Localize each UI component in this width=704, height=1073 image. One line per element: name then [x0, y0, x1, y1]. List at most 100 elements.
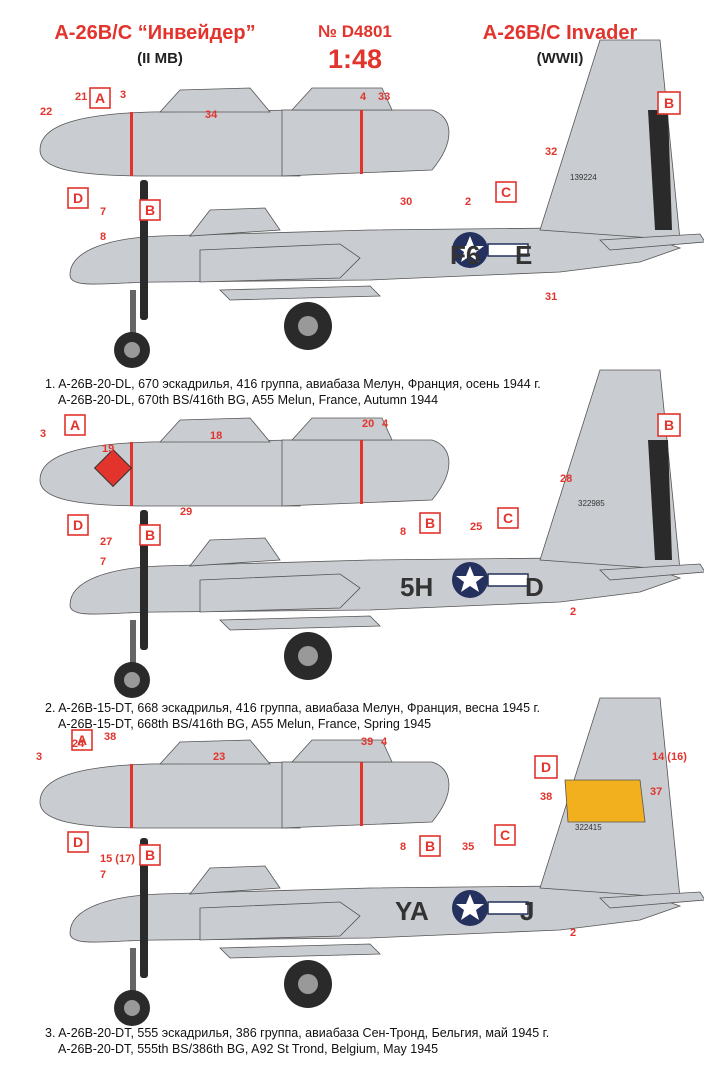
callout-number: 38	[104, 731, 116, 743]
code-left: 5H	[400, 572, 433, 602]
svg-text:C: C	[503, 510, 513, 526]
callout-number: 34	[205, 109, 218, 121]
subtitle-en: (WWII)	[536, 50, 584, 67]
callout-number: 7	[100, 206, 106, 218]
callout-number: 3	[120, 89, 126, 101]
svg-text:A: A	[95, 90, 105, 106]
svg-text:B: B	[425, 838, 435, 854]
caption-3-en: A-26B-20-DT, 555th BS/386th BG, A92 St T…	[58, 1042, 439, 1056]
callout-number: 24	[72, 738, 85, 750]
svg-text:B: B	[664, 95, 674, 111]
serial: 322985	[578, 499, 605, 508]
callout-box-B3: B	[419, 512, 441, 534]
callout-number: 8	[400, 841, 406, 853]
callout-number: 14 (16)	[652, 751, 687, 763]
callout-number: 38	[540, 791, 552, 803]
title-ru: A-26B/C “Инвейдер”	[54, 22, 256, 44]
svg-text:C: C	[500, 827, 510, 843]
callout-number: 7	[100, 869, 106, 881]
callout-box-B: B	[139, 844, 161, 866]
callout-number: 4	[382, 418, 389, 430]
callout-box-B2: B	[419, 835, 441, 857]
svg-text:B: B	[145, 847, 155, 863]
subtitle-ru: (II MB)	[137, 50, 183, 67]
callout-number: 7	[100, 556, 106, 568]
callout-number: 29	[180, 506, 192, 518]
callout-box-B2: B	[139, 524, 161, 546]
svg-text:A: A	[77, 732, 87, 748]
callout-number: 33	[378, 91, 390, 103]
caption-2-en: A-26B-15-DT, 668th BS/416th BG, A55 Melu…	[58, 717, 432, 731]
callout-box-D: D	[67, 514, 89, 536]
svg-text:D: D	[541, 759, 551, 775]
callout-box-A: A	[64, 414, 86, 436]
callout-number: 32	[545, 146, 557, 158]
callout-number: 19	[102, 443, 114, 455]
callout-number: 8	[100, 231, 106, 243]
callout-number: 3	[36, 751, 42, 763]
svg-text:D: D	[73, 517, 83, 533]
callout-number: 35	[462, 841, 474, 853]
callout-number: 39	[361, 736, 373, 748]
callout-number: 23	[213, 751, 225, 763]
code-left: YA	[395, 896, 429, 926]
callout-number: 2	[570, 606, 576, 618]
svg-text:B: B	[145, 527, 155, 543]
callout-box-D: D	[534, 755, 558, 779]
caption-3: 3. A-26B-20-DT, 555 эскадрилья, 386 груп…	[45, 1025, 549, 1057]
callout-number: 31	[545, 291, 557, 303]
serial: 139224	[570, 173, 597, 182]
callout-box-C: C	[497, 507, 519, 529]
callout-box-C: C	[494, 824, 516, 846]
callout-box-A: A	[71, 729, 93, 751]
code-right: J	[520, 896, 534, 926]
callout-box-A: A	[89, 87, 111, 109]
callout-number: 37	[650, 786, 662, 798]
kit-number: № D4801	[318, 22, 392, 41]
callout-number: 4	[360, 91, 367, 103]
callout-number: 25	[470, 521, 482, 533]
callout-box-B2: B	[139, 199, 161, 221]
svg-text:A: A	[70, 417, 80, 433]
caption-3-ru: 3. A-26B-20-DT, 555 эскадрилья, 386 груп…	[45, 1026, 550, 1040]
caption-1-ru: 1. A-26B-20-DL, 670 эскадрилья, 416 груп…	[45, 377, 541, 391]
callout-number: 20	[362, 418, 374, 430]
callout-number: 3	[40, 428, 46, 440]
svg-text:B: B	[425, 515, 435, 531]
callout-number: 4	[381, 736, 388, 748]
callout-box-D2: D	[67, 831, 89, 853]
svg-text:D: D	[73, 190, 83, 206]
caption-1-en: A-26B-20-DL, 670th BS/416th BG, A55 Melu…	[58, 393, 439, 407]
callout-number: 8	[400, 526, 406, 538]
callout-box-C: C	[495, 181, 517, 203]
callout-number: 2	[570, 927, 576, 939]
callout-number: 2	[465, 196, 471, 208]
callout-box-B: B	[657, 413, 681, 437]
scale: 1:48	[327, 44, 383, 74]
callout-number: 30	[400, 196, 412, 208]
profile-2: 5H D 322985 A B D B B C	[39, 369, 704, 699]
code-left: F6	[450, 240, 480, 270]
callout-number: 21	[75, 91, 87, 103]
callout-box-D: D	[67, 187, 89, 209]
callout-number: 15 (17)	[100, 853, 135, 865]
svg-text:B: B	[145, 202, 155, 218]
callout-number: 27	[100, 536, 112, 548]
caption-1: 1. A-26B-20-DL, 670 эскадрилья, 416 груп…	[45, 376, 541, 408]
svg-text:B: B	[664, 417, 674, 433]
code-right: D	[525, 572, 544, 602]
callout-number: 18	[210, 430, 222, 442]
profile-3: YA J 322415 A D C D B B	[39, 697, 704, 1027]
title-en: A-26B/C Invader	[482, 22, 638, 44]
yellow-tail-band	[564, 779, 646, 823]
svg-text:D: D	[73, 834, 83, 850]
profile-1: F6 E 139224 A B D B C	[39, 39, 704, 369]
callout-number: 22	[40, 106, 52, 118]
caption-2: 2. A-26B-15-DT, 668 эскадрилья, 416 груп…	[45, 700, 540, 732]
caption-2-ru: 2. A-26B-15-DT, 668 эскадрилья, 416 груп…	[45, 701, 541, 715]
callout-box-B: B	[657, 91, 681, 115]
svg-text:C: C	[501, 184, 511, 200]
callout-number: 28	[560, 473, 572, 485]
code-right: E	[515, 240, 532, 270]
